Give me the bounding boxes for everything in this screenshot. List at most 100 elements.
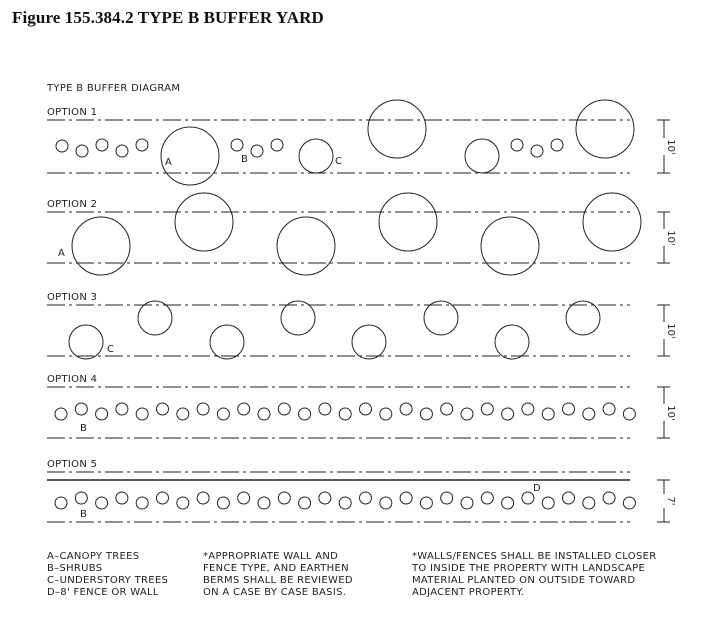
shrub-circle — [55, 139, 69, 153]
shrub-circle — [318, 402, 332, 416]
shrub-circle — [399, 402, 413, 416]
shrub-circle — [338, 407, 352, 421]
shrub-circle — [277, 402, 291, 416]
option-3-panel: OPTION 3 C 10' — [47, 292, 676, 360]
shrub-circle — [602, 402, 616, 416]
understory-tree-circle — [494, 324, 530, 360]
note-line: BERMS SHALL BE REVIEWED — [203, 575, 353, 586]
note-line: *WALLS/FENCES SHALL BE INSTALLED CLOSER — [412, 551, 657, 562]
marker-b: B — [241, 154, 248, 165]
shrub-circle — [379, 496, 393, 510]
shrub-circle — [510, 138, 524, 152]
shrub-circle — [562, 402, 575, 416]
shrub-circle — [74, 402, 88, 416]
shrub-circle — [460, 496, 474, 510]
shrub-circle — [338, 496, 352, 510]
shrub-circle — [115, 491, 129, 505]
option-5-dimension: 7' — [665, 496, 676, 505]
canopy-tree-circle — [378, 192, 438, 252]
shrub-circle — [176, 496, 190, 510]
shrub-circle — [419, 407, 433, 421]
shrub-circle — [95, 138, 109, 152]
option-4-label: OPTION 4 — [47, 374, 97, 385]
shrub-row — [54, 402, 636, 421]
note-wall-fence-placement: *WALLS/FENCES SHALL BE INSTALLED CLOSER … — [412, 551, 656, 599]
understory-tree-circle — [68, 324, 104, 360]
legend-item: C–UNDERSTORY TREES — [47, 575, 169, 586]
shrub-circle — [277, 491, 291, 505]
shrub-circle — [75, 144, 89, 158]
shrub-circle — [298, 496, 312, 510]
shrub-circle — [115, 144, 129, 158]
option-1-label: OPTION 1 — [47, 107, 97, 118]
canopy-tree-circle — [276, 216, 336, 276]
shrub-circle — [480, 491, 494, 505]
shrub-circle — [54, 407, 68, 421]
shrub-circle — [298, 407, 312, 421]
shrub-circle — [550, 138, 564, 152]
shrub-circle — [501, 496, 515, 510]
canopy-tree-circle — [367, 99, 427, 159]
shrub-circle — [95, 496, 109, 510]
shrub-circle — [270, 138, 284, 152]
shrub-circle — [115, 402, 129, 416]
shrub-circle — [530, 144, 544, 158]
shrub-circle — [622, 496, 636, 510]
shrub-circle — [196, 402, 210, 416]
shrub-circle — [501, 407, 515, 421]
shrub-circle — [216, 496, 230, 510]
note-line: *APPROPRIATE WALL AND — [203, 551, 339, 562]
shrub-circle — [318, 491, 332, 505]
understory-tree-circle — [351, 324, 387, 360]
shrub-circle — [419, 496, 433, 510]
canopy-tree-circle — [480, 216, 540, 276]
legend-item: B–SHRUBS — [47, 563, 103, 574]
option-1-panel: OPTION 1 A B C 10' — [47, 99, 676, 186]
option-5-label: OPTION 5 — [47, 459, 97, 470]
understory-tree-circle — [280, 300, 316, 336]
option-5-panel: OPTION 5 D B 7' — [47, 459, 676, 523]
shrub-circle — [440, 402, 454, 416]
marker-a: A — [58, 248, 65, 259]
shrub-circle — [521, 402, 535, 416]
understory-tree-circle — [209, 324, 245, 360]
option-4-panel: OPTION 4 B 10' — [47, 374, 676, 439]
legend-item: D–8' FENCE OR WALL — [47, 587, 159, 598]
option-3-label: OPTION 3 — [47, 292, 97, 303]
marker-b: B — [80, 423, 87, 434]
option-2-label: OPTION 2 — [47, 199, 97, 210]
understory-tree-circle — [565, 300, 601, 336]
shrub-circle — [460, 407, 474, 421]
note-line: ADJACENT PROPERTY. — [412, 587, 525, 598]
note-line: FENCE TYPE, AND EARTHEN — [203, 563, 349, 574]
shrub-circle — [562, 491, 575, 505]
option-2-panel: OPTION 2 A 10' — [47, 192, 676, 276]
canopy-tree-circle — [71, 216, 131, 276]
shrub-circle — [156, 491, 169, 505]
option-3-dimension: 10' — [665, 323, 676, 338]
diagram-title: TYPE B BUFFER DIAGRAM — [46, 83, 180, 94]
shrub-circle — [541, 496, 555, 510]
shrub-circle — [250, 144, 264, 158]
shrub-circle — [237, 402, 251, 416]
option-2-dimension: 10' — [665, 230, 676, 245]
shrub-circle — [541, 407, 555, 421]
shrub-circle — [379, 407, 393, 421]
marker-c: C — [107, 344, 114, 355]
understory-tree-circle — [137, 300, 173, 336]
legend: A–CANOPY TREES B–SHRUBS C–UNDERSTORY TRE… — [47, 551, 168, 599]
marker-a: A — [165, 157, 172, 168]
shrub-circle — [135, 407, 149, 421]
shrub-circle — [359, 402, 372, 416]
note-wall-fence-type: *APPROPRIATE WALL AND FENCE TYPE, AND EA… — [203, 551, 353, 599]
understory-tree-circle — [298, 138, 334, 174]
shrub-circle — [602, 491, 616, 505]
shrub-circle — [622, 407, 636, 421]
shrub-circle — [216, 407, 230, 421]
note-line: MATERIAL PLANTED ON OUTSIDE TOWARD — [412, 575, 636, 586]
shrub-circle — [582, 407, 596, 421]
shrub-circle — [582, 496, 596, 510]
shrub-circle — [95, 407, 109, 421]
shrub-circle — [399, 491, 413, 505]
